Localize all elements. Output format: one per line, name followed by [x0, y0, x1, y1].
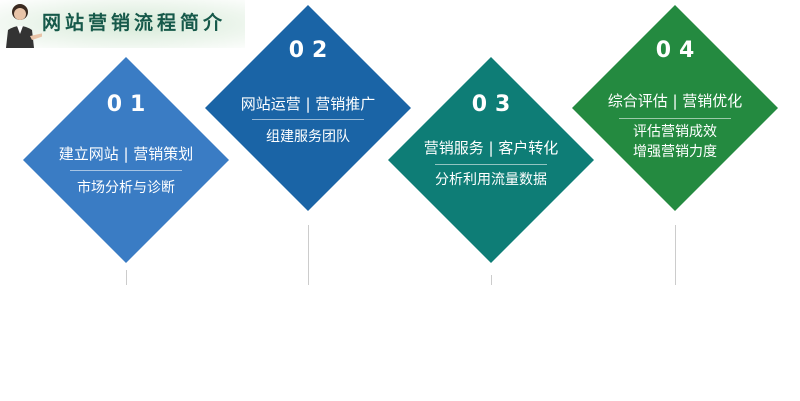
step-subtitle: 组建服务团队 — [266, 129, 350, 145]
header-banner: 网站营销流程简介 — [0, 0, 245, 48]
step-subtitle: 评估营销成效 — [633, 124, 717, 140]
step-04-diamond: 04 综合评估 | 营销优化 评估营销成效 增强营销力度 — [572, 5, 778, 211]
step-title: 网站运营 | 营销推广 — [240, 95, 376, 113]
connector-line — [308, 225, 309, 285]
page-title: 网站营销流程简介 — [42, 12, 227, 34]
divider — [70, 170, 182, 171]
divider — [619, 118, 731, 119]
step-01-diamond: 01 建立网站 | 营销策划 市场分析与诊断 — [23, 57, 229, 263]
divider — [435, 164, 547, 165]
customer-service-avatar-icon — [6, 4, 42, 48]
connector-line — [675, 225, 676, 285]
step-subtitle: 增强营销力度 — [633, 144, 717, 160]
step-number: 03 — [471, 92, 519, 117]
step-subtitle: 分析利用流量数据 — [435, 172, 547, 188]
step-03-diamond: 03 营销服务 | 客户转化 分析利用流量数据 — [388, 57, 594, 263]
connector-line — [126, 270, 127, 285]
step-title: 综合评估 | 营销优化 — [607, 92, 743, 110]
step-number: 04 — [655, 38, 703, 63]
step-subtitle: 市场分析与诊断 — [77, 180, 175, 196]
step-number: 01 — [106, 92, 154, 117]
divider — [252, 119, 364, 120]
step-number: 02 — [288, 38, 336, 63]
step-title: 营销服务 | 客户转化 — [423, 139, 559, 157]
connector-line — [491, 275, 492, 285]
step-title: 建立网站 | 营销策划 — [58, 145, 194, 163]
